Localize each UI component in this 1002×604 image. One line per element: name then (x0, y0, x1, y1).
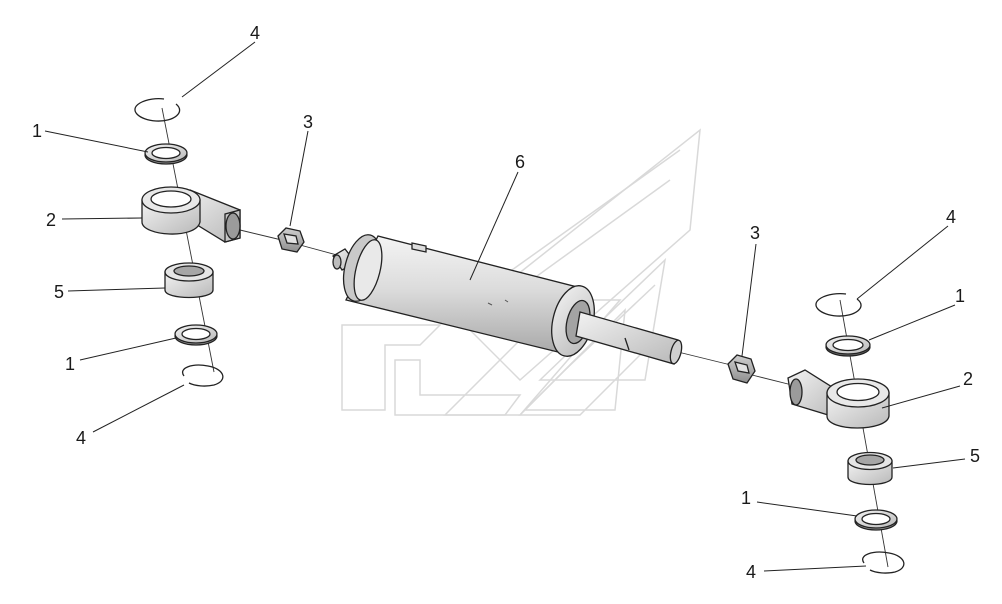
callout-right-bottom-washer: 1 (741, 488, 751, 508)
right-top-retaining-ring (815, 292, 862, 317)
right-bottom-retaining-ring (862, 551, 905, 574)
right-bottom-washer (854, 509, 898, 531)
callout-left-top-ring: 4 (250, 23, 260, 43)
callout-left-bottom-washer: 1 (65, 354, 75, 374)
leader-lines (44, 41, 966, 572)
callout-right-top-washer: 1 (955, 286, 965, 306)
callout-right-eye: 2 (963, 369, 973, 389)
hydraulic-cylinder (332, 234, 683, 365)
callout-right-bottom-ring: 4 (746, 562, 756, 582)
callout-right-bushing: 5 (970, 446, 980, 466)
right-top-washer (825, 335, 871, 357)
right-bushing (847, 451, 893, 486)
callout-left-nut: 3 (303, 112, 313, 132)
callout-labels: 4 1 2 3 5 1 4 6 3 4 1 2 5 1 4 (32, 23, 980, 582)
left-bushing (164, 262, 214, 299)
callout-right-nut: 3 (750, 223, 760, 243)
callout-right-top-ring: 4 (946, 207, 956, 227)
left-hex-nut (277, 227, 305, 253)
callout-cylinder: 6 (515, 152, 525, 172)
callout-left-top-washer: 1 (32, 121, 42, 141)
left-rod-eye (141, 186, 241, 243)
callout-left-bushing: 5 (54, 282, 64, 302)
callout-left-eye: 2 (46, 210, 56, 230)
left-bottom-retaining-ring (182, 364, 224, 387)
callout-left-bottom-ring: 4 (76, 428, 86, 448)
left-bottom-washer (174, 324, 218, 346)
left-top-washer (144, 143, 188, 165)
right-rod-eye (787, 369, 890, 429)
right-hex-nut (727, 354, 756, 384)
left-top-retaining-ring (134, 97, 181, 122)
